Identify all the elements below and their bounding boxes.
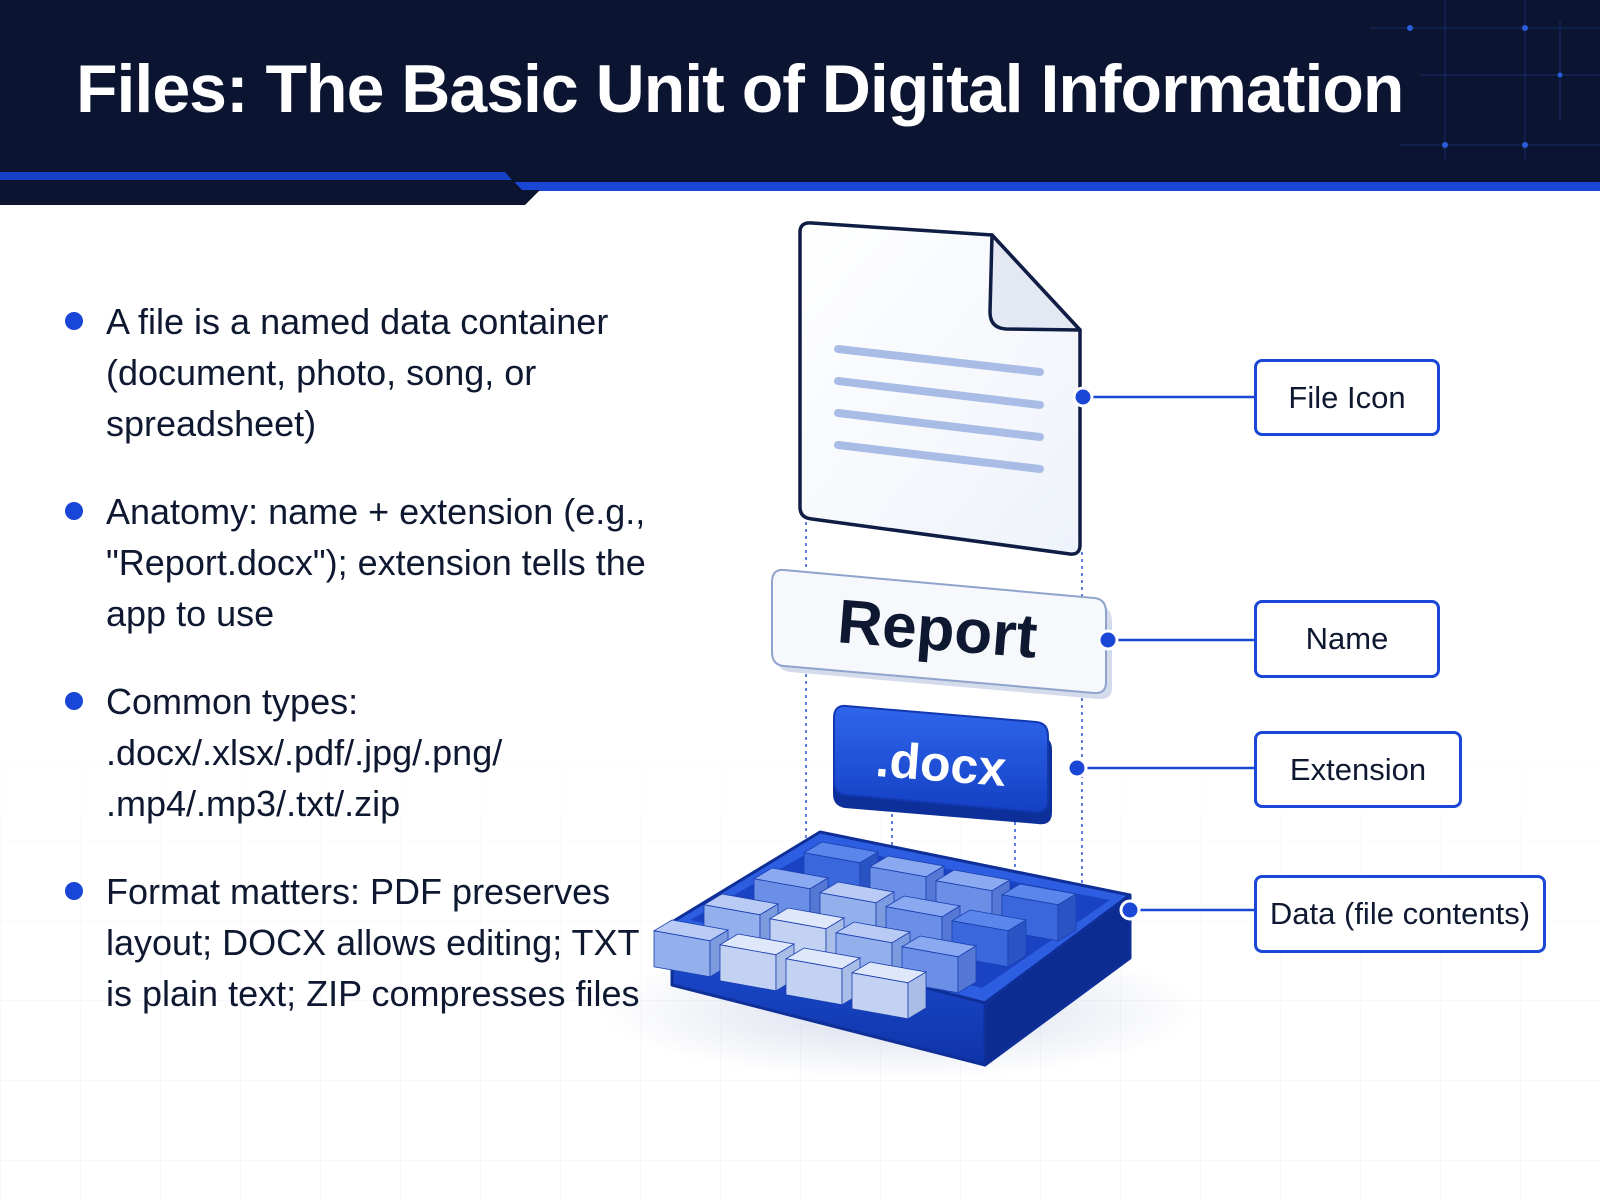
bullet-dot xyxy=(65,502,83,520)
label-name: Name xyxy=(1254,600,1440,678)
bullet-item: A file is a named data container (docume… xyxy=(60,296,660,449)
bullet-list: A file is a named data container (docume… xyxy=(60,296,660,1056)
connector-dot xyxy=(1072,386,1094,408)
bullet-dot xyxy=(65,312,83,330)
extension-text: .docx xyxy=(874,731,1009,797)
bullet-text: Format matters: PDF preserves layout; DO… xyxy=(106,871,640,1014)
data-blocks xyxy=(652,841,1078,1020)
label-data: Data (file contents) xyxy=(1254,875,1546,953)
extension-plate: .docx xyxy=(833,704,1052,825)
bullet-item: Format matters: PDF preserves layout; DO… xyxy=(60,866,660,1019)
bullet-item: Anatomy: name + extension (e.g., "Report… xyxy=(60,486,660,639)
data-block-face xyxy=(1007,919,1027,968)
data-block-face xyxy=(907,971,927,1020)
label-file-icon: File Icon xyxy=(1254,359,1440,436)
bullet-item: Common types: .docx/.xlsx/.pdf/.jpg/.png… xyxy=(60,676,660,829)
bullet-dot xyxy=(65,882,83,900)
name-plate: Report xyxy=(771,568,1112,700)
page-title: Files: The Basic Unit of Digital Informa… xyxy=(76,51,1404,127)
bullet-text: Common types: .docx/.xlsx/.pdf/.jpg/.png… xyxy=(106,681,503,824)
connector-dot xyxy=(1066,757,1088,779)
bullet-dot xyxy=(65,692,83,710)
bullet-text: Anatomy: name + extension (e.g., "Report… xyxy=(106,491,646,634)
bullet-text: A file is a named data container (docume… xyxy=(106,301,609,444)
data-block-face xyxy=(1057,893,1077,942)
connector-dot xyxy=(1119,899,1141,921)
data-block-face xyxy=(957,945,977,994)
label-extension: Extension xyxy=(1254,731,1462,808)
banner-graphic xyxy=(0,0,1600,205)
connector-dot xyxy=(1097,629,1119,651)
file-document-icon xyxy=(798,221,1082,556)
title-banner: Files: The Basic Unit of Digital Informa… xyxy=(0,0,1600,205)
name-text: Report xyxy=(835,587,1040,671)
